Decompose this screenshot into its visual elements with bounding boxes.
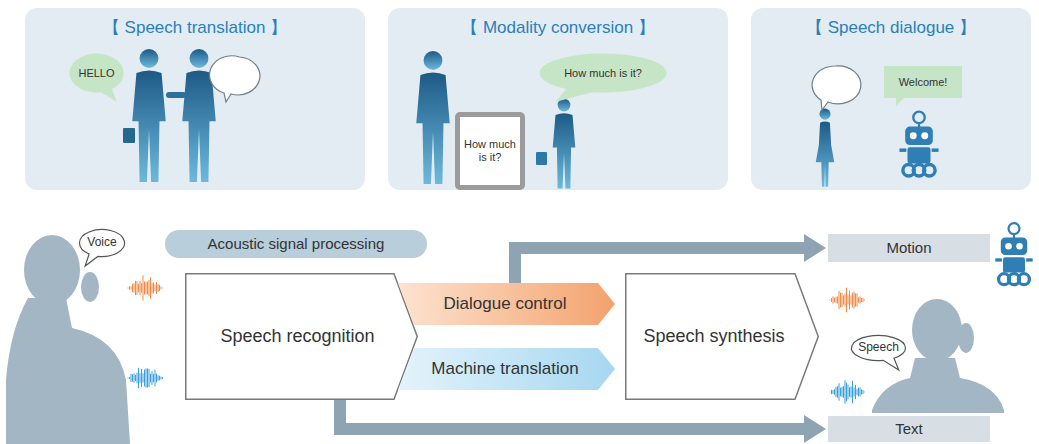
node-label: How much is it? xyxy=(464,138,516,163)
node-label: Speech recognition xyxy=(220,326,374,347)
waveform xyxy=(128,275,163,300)
node-label: Machine translation xyxy=(431,359,578,379)
node-label: Acoustic signal processing xyxy=(208,235,385,252)
panel-heading: 【 Speech translation 】 xyxy=(103,18,287,38)
waveform xyxy=(830,288,865,313)
scene-panel: 【 Modality conversion 】 How much is it? Ho… xyxy=(388,8,728,190)
speech-bubble: HELLO xyxy=(68,52,125,94)
waveform xyxy=(830,380,865,403)
speech-bubble: Voice xyxy=(78,228,126,258)
node-label: How much is it? xyxy=(564,67,642,80)
node-label: Speech xyxy=(858,341,899,355)
node-label: Speech synthesis xyxy=(643,326,784,347)
scene-panel: 【 Speech dialogue 】 Welcome! xyxy=(751,8,1031,190)
flow-arrow xyxy=(340,400,804,429)
node-label: Voice xyxy=(87,236,116,250)
speech-card: Welcome! xyxy=(884,66,962,98)
panel-heading: 【 Speech dialogue 】 xyxy=(806,18,976,38)
tablet-screen: How much is it? xyxy=(455,112,525,190)
process-box: Speech recognition xyxy=(185,273,418,400)
robot-icon xyxy=(995,223,1032,285)
output-bar: Motion xyxy=(828,234,990,262)
speaker-figure xyxy=(6,235,130,444)
scene-panel: 【 Speech translation 】 HELLO xyxy=(25,8,365,190)
process-box: Speech synthesis xyxy=(625,273,819,400)
node-label: Text xyxy=(895,420,923,437)
waveform xyxy=(128,368,163,388)
speech-bubble: How much is it? xyxy=(538,52,668,94)
node-label: HELLO xyxy=(78,67,114,80)
output-bar: Text xyxy=(828,416,990,442)
speech-bubble: Speech xyxy=(850,334,907,362)
process-label: Acoustic signal processing xyxy=(165,230,427,258)
node-label: Motion xyxy=(886,239,931,256)
node-label: Welcome! xyxy=(899,76,948,89)
process-arrow: Machine translation xyxy=(395,348,615,390)
node-label: Dialogue control xyxy=(444,294,567,314)
process-arrow: Dialogue control xyxy=(395,283,615,325)
panel-heading: 【 Modality conversion 】 xyxy=(461,18,655,38)
